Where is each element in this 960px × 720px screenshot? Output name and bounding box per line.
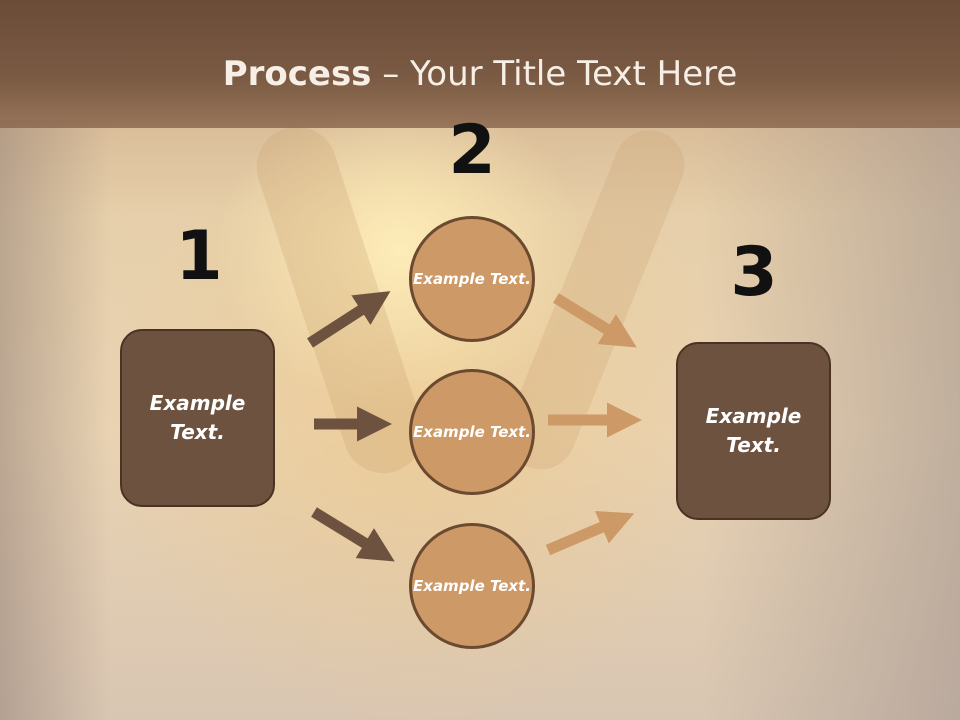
step-1-text: Example Text.: [149, 391, 246, 444]
title-rest: – Your Title Text Here: [371, 54, 738, 94]
arrow-1-to-2c: [311, 507, 395, 562]
step-1-number: 1: [175, 217, 223, 296]
title-bold: Process: [222, 54, 372, 94]
step-3-box[interactable]: Example Text.: [676, 342, 831, 520]
step-2-circle-top[interactable]: Example Text.: [409, 216, 535, 342]
step-2-text-top: Example Text.: [413, 269, 531, 288]
step-3-number: 3: [730, 233, 778, 312]
arrow-2a-to-3: [553, 293, 637, 348]
title-banner: [0, 0, 960, 128]
step-1-box[interactable]: Example Text.: [120, 329, 275, 507]
step-2-text-bottom: Example Text.: [413, 576, 531, 595]
step-3-text: Example Text.: [705, 404, 802, 457]
step-2-circle-bottom[interactable]: Example Text.: [409, 523, 535, 649]
background-figure-left: [0, 120, 110, 720]
step-2-number: 2: [448, 111, 496, 190]
step-2-text-middle: Example Text.: [413, 422, 531, 441]
step-2-circle-middle[interactable]: Example Text.: [409, 369, 535, 495]
slide-title: Process – Your Title Text Here: [0, 52, 960, 96]
arrow-1-to-2a: [307, 291, 391, 348]
arrow-2c-to-3: [545, 510, 635, 556]
